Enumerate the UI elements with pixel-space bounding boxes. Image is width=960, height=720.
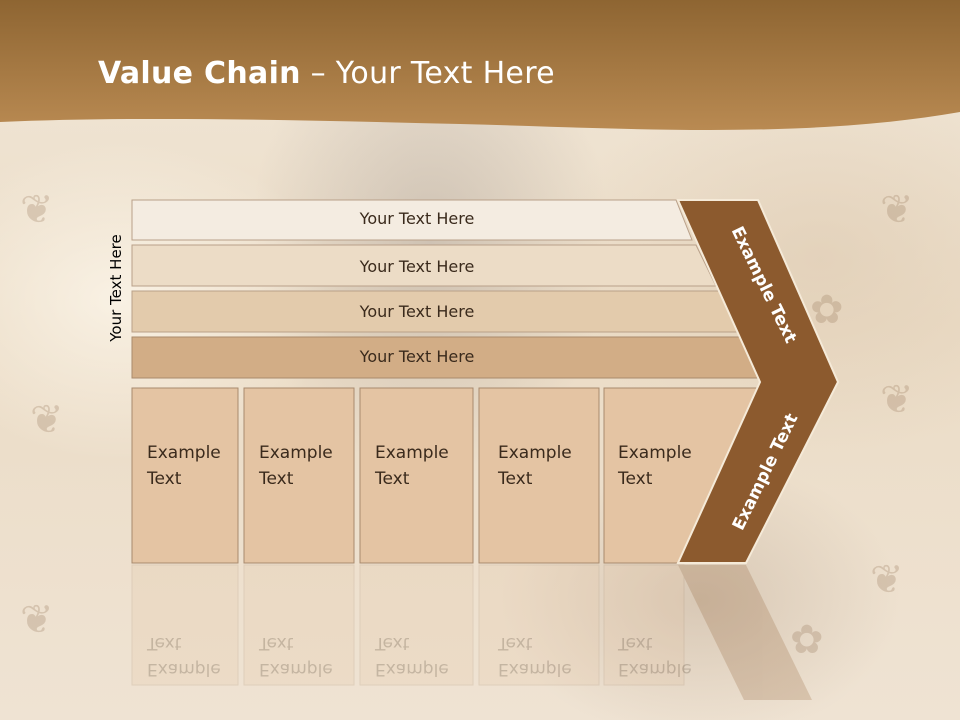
box-4 xyxy=(478,387,600,564)
vertical-label: Your Text Here xyxy=(107,234,125,342)
bar-label-3: Your Text Here xyxy=(359,302,475,321)
damask-ornament: ✿ xyxy=(790,617,824,663)
box-2 xyxy=(243,387,355,564)
damask-ornament: ✿ xyxy=(810,287,844,333)
page-title: Value Chain – Your Text Here xyxy=(98,56,555,91)
bar-label-4: Your Text Here xyxy=(359,347,475,366)
bar-label-2: Your Text Here xyxy=(359,257,475,276)
box-1 xyxy=(131,387,239,564)
chevron-arrow xyxy=(676,199,840,564)
damask-ornament: ❦ xyxy=(30,397,64,443)
box-3 xyxy=(359,387,474,564)
damask-ornament: ❦ xyxy=(20,597,54,643)
damask-ornament: ❦ xyxy=(20,187,54,233)
bar-label-1: Your Text Here xyxy=(359,209,475,228)
bar-1 xyxy=(131,199,693,241)
header-band xyxy=(0,0,960,130)
damask-ornament: ❦ xyxy=(880,377,914,423)
damask-ornament: ❦ xyxy=(880,187,914,233)
damask-ornament: ❦ xyxy=(870,557,904,603)
